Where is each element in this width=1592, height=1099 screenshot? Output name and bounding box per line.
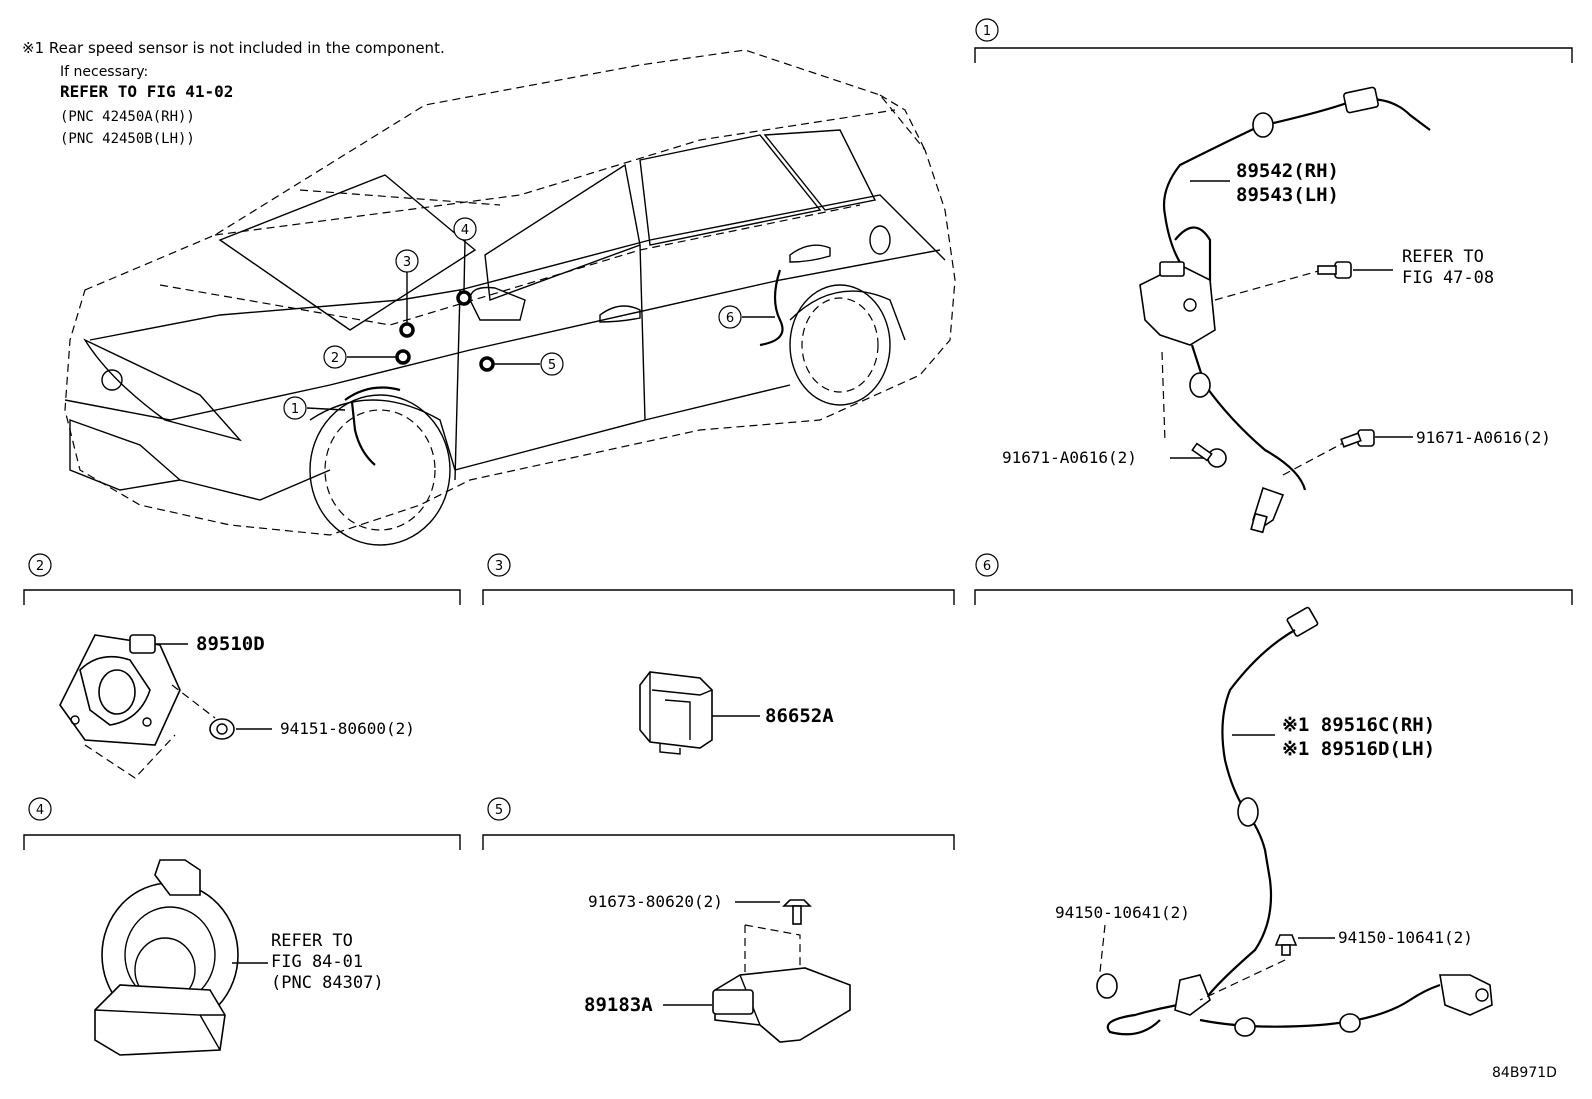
bolt-icon <box>1340 429 1375 448</box>
bolt-left-label: 91671-A0616(2) <box>1002 448 1137 467</box>
section-5-sensor: 5 91673-80620(2) 89183A <box>482 797 955 1043</box>
nut-label: 94151-80600(2) <box>280 719 415 738</box>
section-1-number: 1 <box>983 24 991 39</box>
section-4-number: 4 <box>36 803 44 818</box>
note-line-4: (PNC 42450A(RH)) <box>60 109 195 125</box>
note-line-5: (PNC 42450B(LH)) <box>60 131 195 147</box>
clip-right-label: 94150-10641(2) <box>1338 928 1473 947</box>
clip-icon <box>1096 973 1118 999</box>
nut-icon <box>209 718 235 740</box>
car-callout-1: 1 <box>291 402 299 417</box>
note-line-1: ※1 Rear speed sensor is not included in … <box>22 39 445 57</box>
section-3-number: 3 <box>495 559 503 574</box>
car-callout-6: 6 <box>726 311 734 326</box>
rear-sensor-rh-label: ※1 89516C(RH) <box>1282 714 1435 736</box>
car-callout-3: 3 <box>403 255 411 270</box>
car-callout-5: 5 <box>548 358 556 373</box>
rear-sensor-lh-label: ※1 89516D(LH) <box>1282 738 1435 760</box>
section-1-front-speed-sensor: 1 895 <box>974 18 1573 534</box>
section-2-number: 2 <box>36 559 44 574</box>
sensor-lh-label: 89543(LH) <box>1236 184 1339 206</box>
section-6-rear-speed-sensor: 6 ※1 89516C(RH) ※1 89516D(LH) 94150-1064… <box>974 553 1573 1037</box>
refer-fig-84-line2: FIG 84-01 <box>271 952 363 972</box>
car-callout-2: 2 <box>331 351 339 366</box>
note-line-2: If necessary: <box>60 64 148 80</box>
note-line-3: REFER TO FIG 41-02 <box>60 82 233 101</box>
bolt-icon <box>1191 442 1227 468</box>
clip-icon <box>1274 934 1298 956</box>
bolt-icon <box>1317 261 1352 279</box>
refer-fig-84-line3: (PNC 84307) <box>271 973 384 993</box>
bolt-icon <box>782 899 812 925</box>
sensor-rh-label: 89542(RH) <box>1236 160 1339 182</box>
refer-fig-47-line1: REFER TO <box>1402 247 1484 267</box>
refer-fig-84-line1: REFER TO <box>271 931 353 951</box>
bolt-label: 91673-80620(2) <box>588 892 723 911</box>
section-5-number: 5 <box>495 803 503 818</box>
clip-left-label: 94150-10641(2) <box>1055 903 1190 922</box>
part-89510d-label: 89510D <box>196 633 265 655</box>
section-2-sensor: 2 89510D 94151-80600(2) <box>23 553 461 779</box>
section-4-clock-spring: 4 REFER TO FIG 84-01 (PNC 84307) <box>23 797 461 1056</box>
bolt-right-label: 91671-A0616(2) <box>1416 428 1551 447</box>
part-86652a-label: 86652A <box>765 705 834 727</box>
note-block: ※1 Rear speed sensor is not included in … <box>22 39 445 147</box>
refer-fig-47-line2: FIG 47-08 <box>1402 268 1494 288</box>
section-3-module: 3 86652A <box>482 553 955 755</box>
diagram-code: 84B971D <box>1492 1065 1557 1081</box>
vehicle-illustration: 1 2 3 4 5 6 <box>64 49 956 546</box>
section-6-number: 6 <box>983 559 991 574</box>
car-callout-4: 4 <box>461 223 469 238</box>
part-89183a-label: 89183A <box>584 994 653 1016</box>
